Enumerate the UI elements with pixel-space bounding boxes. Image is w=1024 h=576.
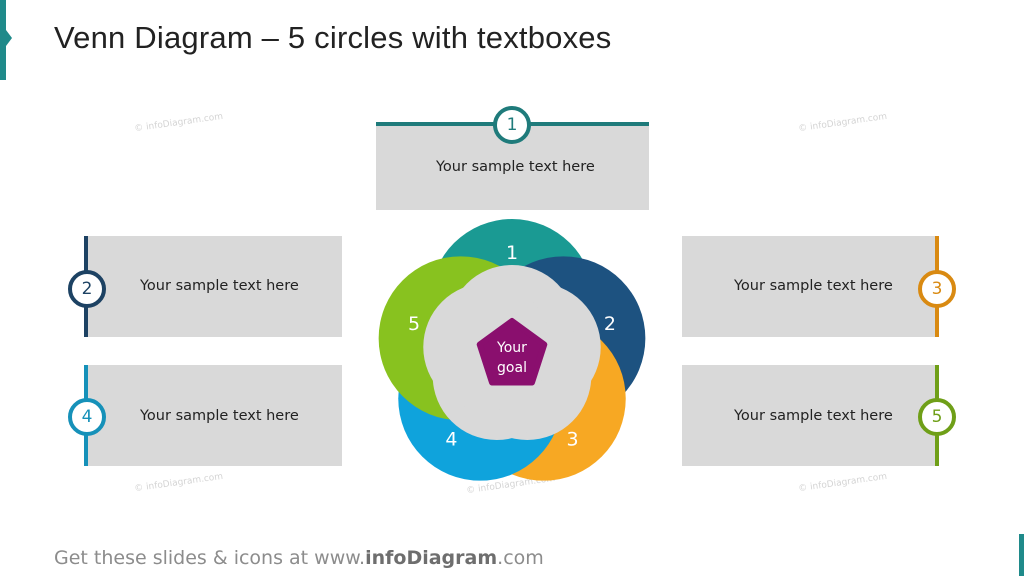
textbox-2: Your sample text here [87,236,342,337]
footer-prefix: Get these slides & icons at www. [54,547,366,569]
goal-pentagon [476,318,548,386]
number-badge-1: 1 [493,106,531,144]
goal-text-line1: Your [496,340,527,356]
textbox-5-text: Your sample text here [734,408,893,424]
textbox-5: Your sample text here [682,365,937,466]
number-badge-3: 3 [918,270,956,308]
textbox-3: Your sample text here [682,236,937,337]
footer-text: Get these slides & icons at www.infoDiag… [54,547,544,569]
footer-brand: infoDiagram [365,547,498,569]
slide-title: Venn Diagram – 5 circles with textboxes [54,20,612,55]
textbox-4: Your sample text here [87,365,342,466]
textbox-1-text: Your sample text here [436,159,595,175]
textbox-4-text: Your sample text here [140,408,299,424]
venn-label-3: 3 [566,428,578,450]
number-badge-5: 5 [918,398,956,436]
venn-label-5: 5 [408,313,420,335]
footer-suffix: .com [497,547,544,569]
venn-label-2: 2 [604,313,616,335]
number-badge-2: 2 [68,270,106,308]
venn-label-1: 1 [506,242,518,264]
number-badge-4: 4 [68,398,106,436]
textbox-2-text: Your sample text here [140,278,299,294]
right-accent-bar [1019,534,1024,576]
goal-text-line2: goal [497,360,527,376]
venn-label-4: 4 [445,428,457,450]
textbox-3-text: Your sample text here [734,278,893,294]
left-accent-bar [0,0,12,80]
